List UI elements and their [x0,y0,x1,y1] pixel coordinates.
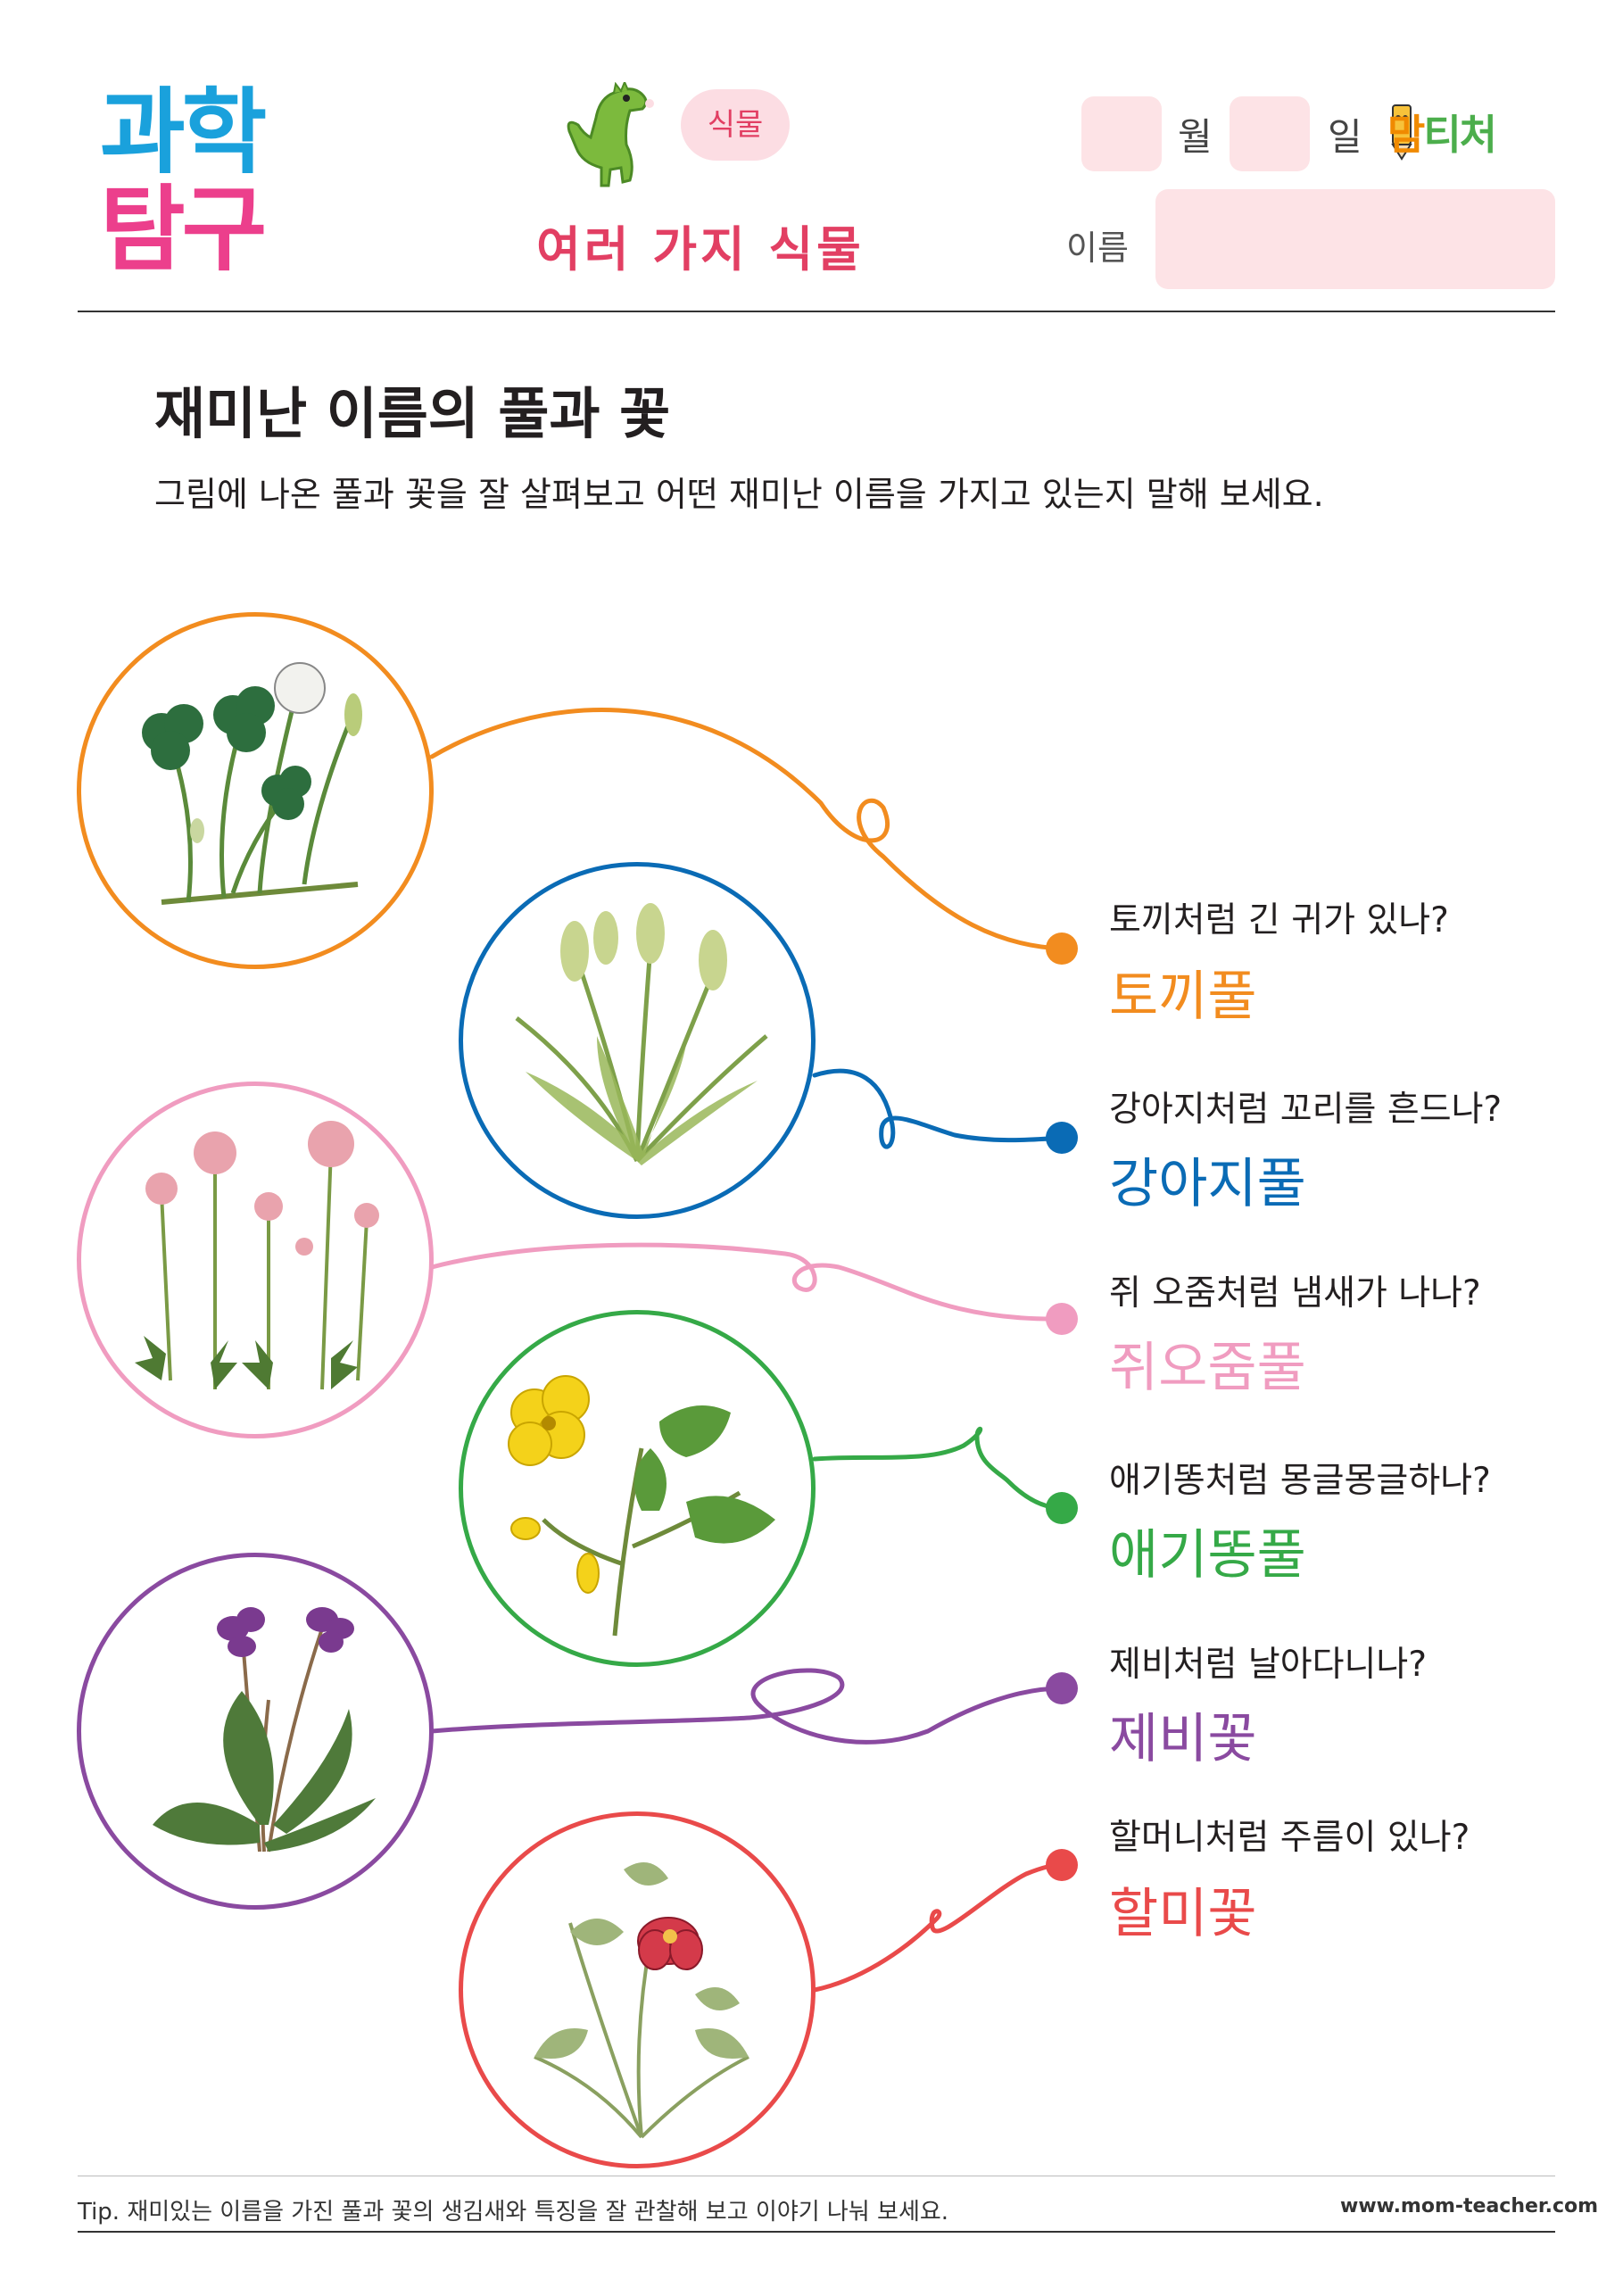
name-input[interactable] [1155,189,1555,289]
instruction-text: 그림에 나온 풀과 꽃을 잘 살펴보고 어떤 재미난 이름을 가지고 있는지 말… [154,475,1324,514]
brand-suffix: 티처 [1423,111,1497,159]
connector-line-5 [429,1668,1064,1745]
footer-divider [78,2231,1555,2233]
connector-dot-4 [1046,1492,1078,1524]
answer-1: 토끼풀 [1109,966,1257,1028]
answer-2: 강아지풀 [1109,1153,1306,1215]
month-input[interactable] [1081,96,1162,171]
answer-4: 애기똥풀 [1109,1524,1306,1587]
connector-dot-1 [1046,932,1078,965]
brand-logo: 맘티처 [1387,103,1497,162]
question-3: 쥐 오줌처럼 냄새가 나나? [1109,1273,1481,1314]
pasque-flower-icon [534,1862,749,2139]
connector-dot-5 [1046,1672,1078,1704]
foxtail-grass-icon [515,903,768,1165]
question-6: 할머니처럼 주름이 있나? [1109,1818,1470,1858]
brand-prefix: 맘 [1387,111,1425,159]
connector-line-6 [812,1862,1064,1993]
violet-flower-icon [153,1607,376,1853]
answer-5: 제비꽃 [1109,1708,1257,1770]
worksheet-title: 여러 가지 식물 [536,221,865,278]
day-label: 일 [1328,115,1362,159]
header-divider [78,311,1555,312]
question-4: 애기똥처럼 몽글몽글하나? [1109,1461,1491,1501]
connector-dot-6 [1046,1849,1078,1881]
connector-line-2 [812,1068,1064,1149]
celandine-flower-icon [508,1375,775,1637]
question-5: 제비처럼 날아다니나? [1109,1645,1428,1685]
plant-circle-valerian [77,1082,434,1438]
name-label: 이름 [1066,228,1129,268]
day-input[interactable] [1230,96,1310,171]
clover-plant-icon [142,662,362,905]
connector-line-1 [429,708,1064,951]
answer-3: 쥐오줌풀 [1109,1337,1306,1399]
website-url: www.mom-teacher.com [1340,2195,1599,2217]
topic-badge: 식물 [681,89,790,161]
section-title: 재미난 이름의 풀과 꽃 [154,381,671,446]
question-2: 강아지처럼 꼬리를 흔드나? [1109,1090,1503,1130]
plant-circle-pasque [459,1811,816,2168]
valerian-flower-icon [135,1121,379,1390]
plant-circle-celandine [459,1310,816,1667]
connector-line-3 [429,1242,1064,1322]
plant-circle-violet [77,1553,434,1910]
logo-line-1: 과학 [100,78,267,186]
connector-line-4 [812,1426,1064,1511]
pencil-mascot-icon [1391,104,1412,161]
logo-line-2: 탐구 [100,175,267,284]
connector-dot-3 [1046,1303,1078,1335]
connector-dot-2 [1046,1122,1078,1154]
plant-circle-foxtail [459,862,816,1219]
month-label: 월 [1178,115,1213,159]
dinosaur-mascot-icon [567,82,654,187]
plant-circle-clover [77,612,434,969]
answer-6: 할미꽃 [1109,1883,1257,1945]
question-1: 토끼처럼 긴 귀가 있나? [1109,900,1449,941]
tip-text: Tip. 재미있는 이름을 가진 풀과 꽃의 생김새와 특징을 잘 관찰해 보고… [78,2199,949,2226]
